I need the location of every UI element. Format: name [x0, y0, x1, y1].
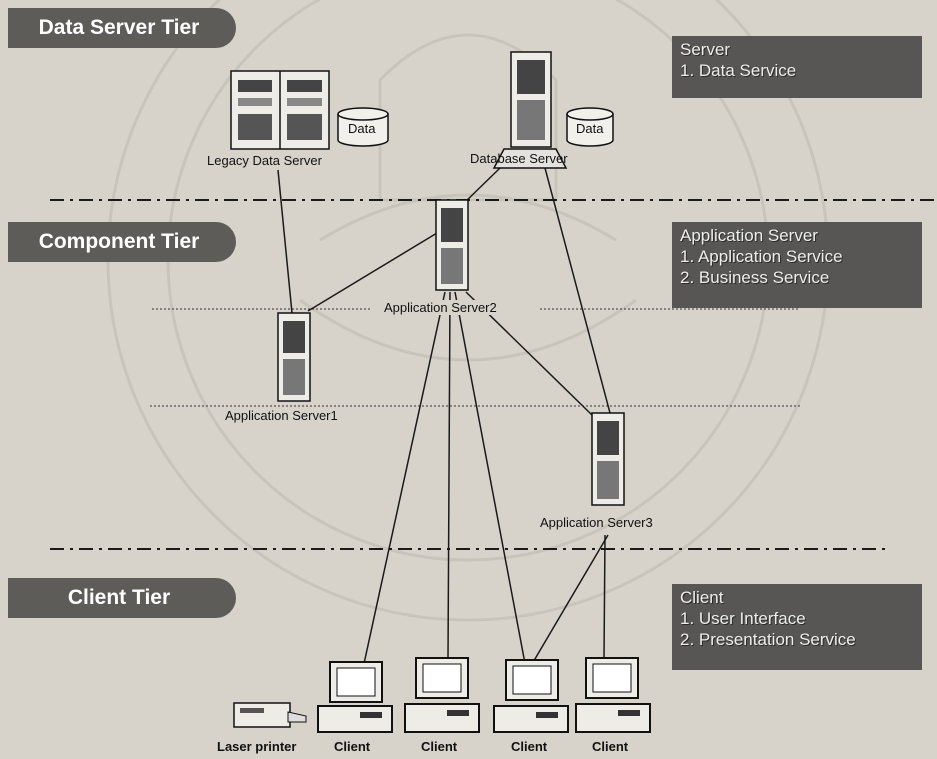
- client-label: Client: [334, 739, 371, 754]
- legacy-server-icon: [230, 70, 330, 150]
- data-store-icon: [337, 107, 389, 147]
- app-server-2-label: Application Server2: [382, 300, 499, 315]
- app-server-1-label: Application Server1: [225, 408, 338, 423]
- client-label: Client: [511, 739, 548, 754]
- database-server-icon: [492, 51, 568, 169]
- data-store-label: Data: [576, 121, 604, 136]
- note-client: Client 1. User Interface 2. Presentation…: [672, 584, 922, 670]
- data-store-label: Data: [348, 121, 376, 136]
- app-server-2-icon: [435, 199, 469, 291]
- note-client-title: Client: [680, 588, 724, 607]
- database-server-label: Database Server: [470, 151, 568, 166]
- note-application-item: 2. Business Service: [680, 268, 830, 287]
- app-zone-lines: [150, 308, 800, 407]
- note-client-item: 2. Presentation Service: [680, 630, 856, 649]
- app-server-3-label: Application Server3: [540, 515, 653, 530]
- client-icon: [317, 661, 393, 733]
- laser-printer-icon: [233, 702, 307, 728]
- note-client-item: 1. User Interface: [680, 609, 806, 628]
- note-server-title: Server: [680, 40, 731, 59]
- tier-separators: [50, 199, 937, 550]
- client-label: Client: [421, 739, 458, 754]
- connections: [277, 167, 611, 691]
- note-application-item: 1. Application Service: [680, 247, 843, 266]
- client-icon: [493, 659, 569, 733]
- app-server-1-icon: [277, 312, 311, 402]
- client-icon: [404, 657, 480, 733]
- client-icon: [575, 657, 651, 733]
- note-application-title: Application Server: [680, 226, 818, 245]
- note-server: Server 1. Data Service: [672, 36, 922, 98]
- app-server-3-icon: [591, 412, 625, 506]
- note-server-item: 1. Data Service: [680, 61, 797, 80]
- note-application: Application Server 1. Application Servic…: [672, 222, 922, 308]
- client-label: Client: [592, 739, 629, 754]
- tier-badge-component: Component Tier: [8, 222, 236, 262]
- legacy-server-label: Legacy Data Server: [207, 153, 322, 168]
- tier-badge-client: Client Tier: [8, 578, 236, 618]
- laser-printer-label: Laser printer: [217, 739, 297, 754]
- data-store-icon: [566, 107, 614, 147]
- tier-badge-data: Data Server Tier: [8, 8, 236, 48]
